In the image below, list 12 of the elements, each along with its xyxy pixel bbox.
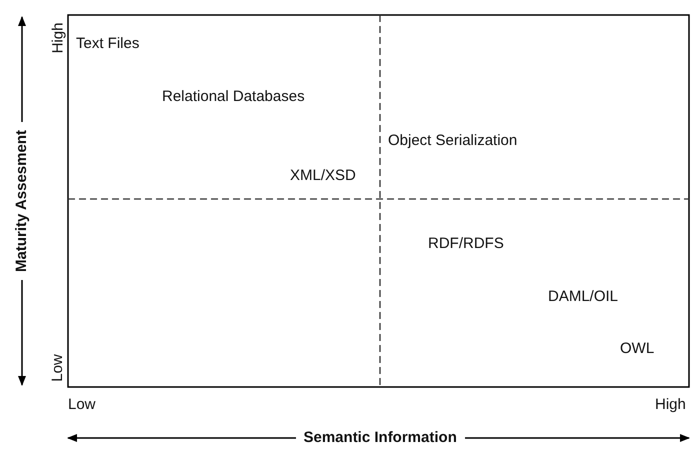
item-label: OWL xyxy=(620,340,654,358)
item-label: Object Serialization xyxy=(388,132,518,150)
item-label: DAML/OIL xyxy=(548,288,618,306)
item-label: Text Files xyxy=(76,35,140,53)
axis-tick-label: Low xyxy=(68,396,96,414)
axis-title: Maturity Assesment xyxy=(13,122,31,280)
item-label: XML/XSD xyxy=(290,167,356,185)
axis-tick-label: Low xyxy=(48,354,67,382)
axis-tick-label: High xyxy=(655,396,686,414)
axis-tick-label: High xyxy=(48,22,67,54)
item-label: Relational Databases xyxy=(162,88,305,106)
item-label: RDF/RDFS xyxy=(428,235,504,253)
